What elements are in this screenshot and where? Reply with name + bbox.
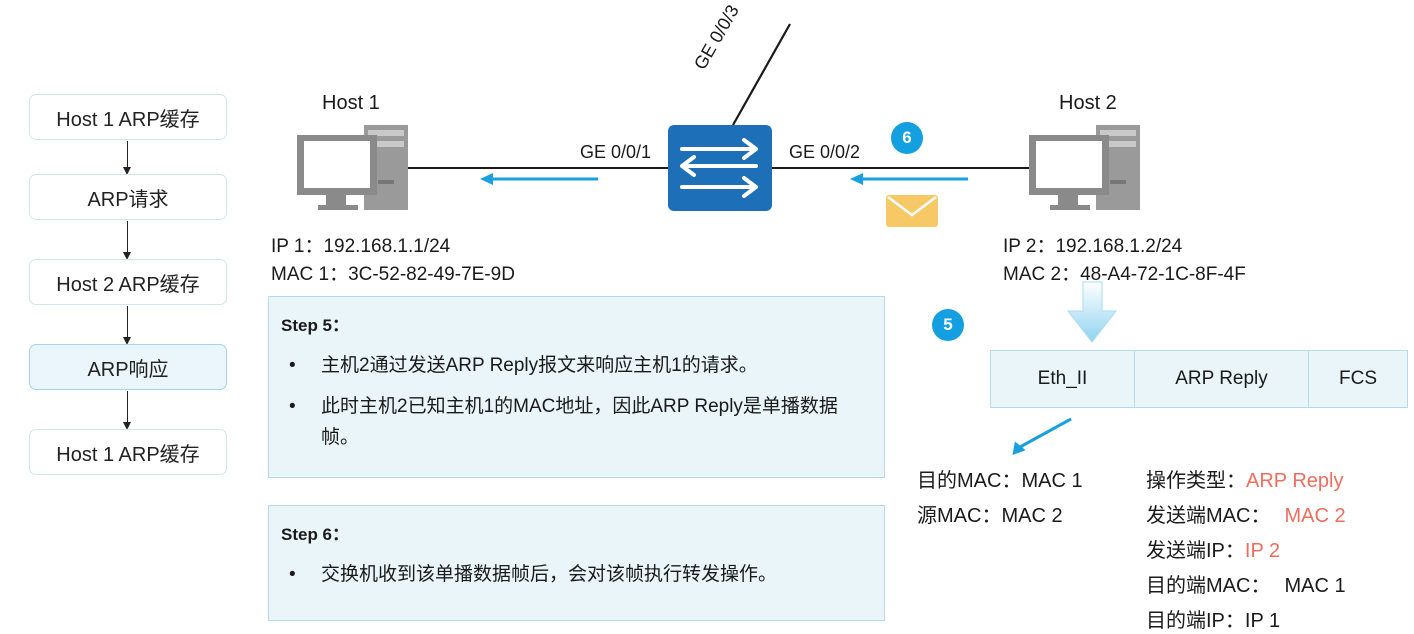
flow-arrow <box>123 221 131 260</box>
flow-step-label: ARP请求 <box>87 188 169 211</box>
step5-item-text: 此时主机2已知主机1的MAC地址，因此ARP Reply是单播数据帧。 <box>321 396 838 448</box>
pointer-arrow-icon <box>1012 417 1072 456</box>
flow-arrow-left-1 <box>480 173 598 185</box>
flow-step-host2-cache: Host 2 ARP缓存 <box>29 259 227 305</box>
flow-step-host1-cache-final: Host 1 ARP缓存 <box>29 429 227 475</box>
eth-field-src-mac: 源MAC：MAC 2 <box>917 499 1063 528</box>
field-value: MAC 2 <box>1284 505 1346 527</box>
host2-computer-icon <box>1029 125 1140 210</box>
step5-item: • 此时主机2已知主机1的MAC地址，因此ARP Reply是单播数据帧。 <box>281 391 868 453</box>
step5-item-text: 主机2通过发送ARP Reply报文来响应主机1的请求。 <box>321 355 758 376</box>
flow-step-host1-cache: Host 1 ARP缓存 <box>29 94 227 140</box>
step6-panel: Step 6： • 交换机收到该单播数据帧后，会对该帧执行转发操作。 <box>268 505 885 621</box>
step6-item-text: 交换机收到该单播数据帧后，会对该帧执行转发操作。 <box>321 564 778 585</box>
field-label: 发送端IP： <box>1146 540 1245 562</box>
bullet: • <box>289 564 296 585</box>
arp-field-op-type: 操作类型：ARP Reply <box>1146 464 1343 493</box>
switch-icon <box>668 125 772 211</box>
frame-cell-arp-reply: ARP Reply <box>1134 351 1309 407</box>
step5-item: • 主机2通过发送ARP Reply报文来响应主机1的请求。 <box>281 350 868 381</box>
flow-step-label: ARP响应 <box>87 358 169 381</box>
frame-structure: Eth_II ARP Reply FCS <box>990 350 1408 408</box>
field-value: MAC 1 <box>1021 470 1083 492</box>
host1-mac: MAC 1：3C-52-82-49-7E-9D <box>271 264 515 285</box>
field-value: IP 2 <box>1244 540 1281 562</box>
host1-name: Host 1 <box>322 92 380 114</box>
arp-field-sender-ip: 发送端IP：IP 2 <box>1146 534 1280 563</box>
envelope-icon <box>886 195 938 227</box>
host2-mac: MAC 2：48-A4-72-1C-8F-4F <box>1003 264 1246 285</box>
link-switch-uplink <box>732 23 791 126</box>
field-value: IP 1 <box>1244 610 1281 632</box>
field-value: MAC 1 <box>1284 575 1346 597</box>
step6-badge: 6 <box>891 122 923 154</box>
step5-badge: 5 <box>932 309 964 341</box>
flow-arrow-left-2 <box>850 173 968 185</box>
host2-name: Host 2 <box>1059 92 1117 114</box>
down-arrow-icon <box>1066 281 1118 343</box>
step5-title: Step 5： <box>281 316 350 335</box>
arp-field-target-ip: 目的端IP：IP 1 <box>1146 604 1280 633</box>
bullet: • <box>289 355 296 376</box>
field-value: ARP Reply <box>1246 470 1344 492</box>
eth-field-dst-mac: 目的MAC：MAC 1 <box>917 464 1083 493</box>
bullet: • <box>289 396 296 417</box>
flow-step-label: Host 2 ARP缓存 <box>56 273 200 296</box>
field-label: 目的端IP： <box>1146 610 1245 632</box>
flow-arrow <box>123 306 131 345</box>
frame-cell-eth: Eth_II <box>1037 368 1088 389</box>
host1-computer-icon <box>297 125 408 210</box>
flow-step-arp-reply: ARP响应 <box>29 344 227 390</box>
field-label: 操作类型： <box>1146 470 1246 492</box>
host1-ip: IP 1：192.168.1.1/24 <box>271 236 451 257</box>
step5-panel: Step 5： • 主机2通过发送ARP Reply报文来响应主机1的请求。 •… <box>268 296 885 478</box>
field-label: 目的MAC： <box>917 470 1022 492</box>
field-label: 目的端MAC： <box>1146 575 1271 597</box>
frame-cell-fcs: FCS <box>1339 368 1377 389</box>
field-label: 发送端MAC： <box>1146 505 1271 527</box>
flow-step-label: Host 1 ARP缓存 <box>56 108 200 131</box>
step6-item: • 交换机收到该单播数据帧后，会对该帧执行转发操作。 <box>281 559 868 590</box>
arp-field-sender-mac: 发送端MAC： MAC 2 <box>1146 499 1346 528</box>
port-ge002: GE 0/0/2 <box>789 142 861 162</box>
flow-step-arp-request: ARP请求 <box>29 174 227 220</box>
field-label: 源MAC： <box>917 505 1002 527</box>
host2-ip: IP 2：192.168.1.2/24 <box>1003 236 1183 257</box>
arp-field-target-mac: 目的端MAC： MAC 1 <box>1146 569 1346 598</box>
field-value: MAC 2 <box>1001 505 1063 527</box>
step6-title: Step 6： <box>281 525 350 544</box>
flow-arrow <box>123 391 131 430</box>
port-ge001: GE 0/0/1 <box>580 142 652 162</box>
flow-arrow <box>123 141 131 175</box>
flow-step-label: Host 1 ARP缓存 <box>56 443 200 466</box>
